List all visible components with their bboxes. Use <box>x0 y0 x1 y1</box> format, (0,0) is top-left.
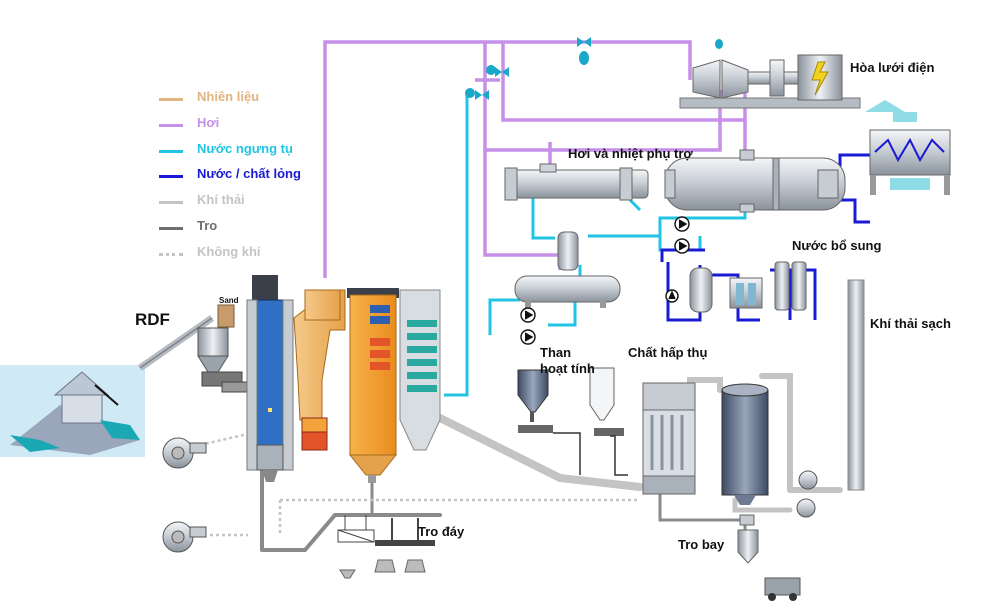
feed-hopper <box>197 304 253 393</box>
legend-label: Tro <box>197 217 218 233</box>
legend-swatch <box>159 123 183 127</box>
aux-heat-exchanger <box>504 163 649 201</box>
bag-filter <box>642 382 696 495</box>
scrubber <box>721 383 769 505</box>
economizer <box>399 289 441 451</box>
legend-swatch <box>159 226 183 230</box>
turbine-generator <box>679 54 861 109</box>
legend-label: Khí thải <box>197 192 245 208</box>
bottom-ash-label: Tro đáy <box>418 524 465 539</box>
legend-label: Nước ngưng tụ <box>197 140 293 156</box>
fly-ash-label: Tro bay <box>678 537 725 552</box>
legend-swatch <box>159 98 183 101</box>
grid-connection-label: Hòa lưới điện <box>850 60 935 75</box>
legend-swatch <box>159 149 183 153</box>
fly-ash-silo <box>737 514 801 601</box>
condensate-lines <box>444 92 747 397</box>
clean-gas-label: Khí thải sạch <box>870 316 951 331</box>
deaerator <box>514 231 621 308</box>
makeup-water-label: Nước bổ sung <box>792 238 882 253</box>
sand-label: Sand <box>219 296 239 305</box>
air-line <box>199 428 640 537</box>
activated-carbon-label-1: Than <box>540 345 572 360</box>
boiler <box>246 275 294 482</box>
superheater <box>347 288 399 483</box>
cyclone <box>293 289 346 451</box>
activated-carbon-label-2: hoạt tính <box>540 361 595 376</box>
bottom-ash-system <box>337 515 435 579</box>
pumps <box>520 216 690 345</box>
legend-label: Nhiên liệu <box>197 89 260 104</box>
condenser <box>664 149 846 213</box>
makeup-water-treatment <box>689 261 807 313</box>
legend-swatch <box>159 175 183 179</box>
stack <box>847 279 865 491</box>
legend-label: Không khí <box>197 243 261 259</box>
aux-steam-label: Hơi và nhiệt phụ trợ <box>568 146 693 161</box>
legend-label: Nước / chất lỏng <box>197 166 301 182</box>
absorbent-label: Chất hấp thụ <box>628 345 708 360</box>
id-fans <box>796 470 818 518</box>
rdf-yard <box>0 365 145 457</box>
absorbent-silo <box>589 367 628 476</box>
legend-swatch <box>159 252 183 256</box>
legend-label: Hơi <box>197 114 220 130</box>
activated-carbon-silo <box>517 369 581 475</box>
cooling-tower <box>865 100 951 195</box>
air-fan-1 <box>162 437 207 469</box>
steam-valves <box>465 37 723 100</box>
air-fan-2 <box>162 521 207 553</box>
legend-swatch <box>159 201 183 205</box>
rdf-label: RDF <box>135 310 170 329</box>
